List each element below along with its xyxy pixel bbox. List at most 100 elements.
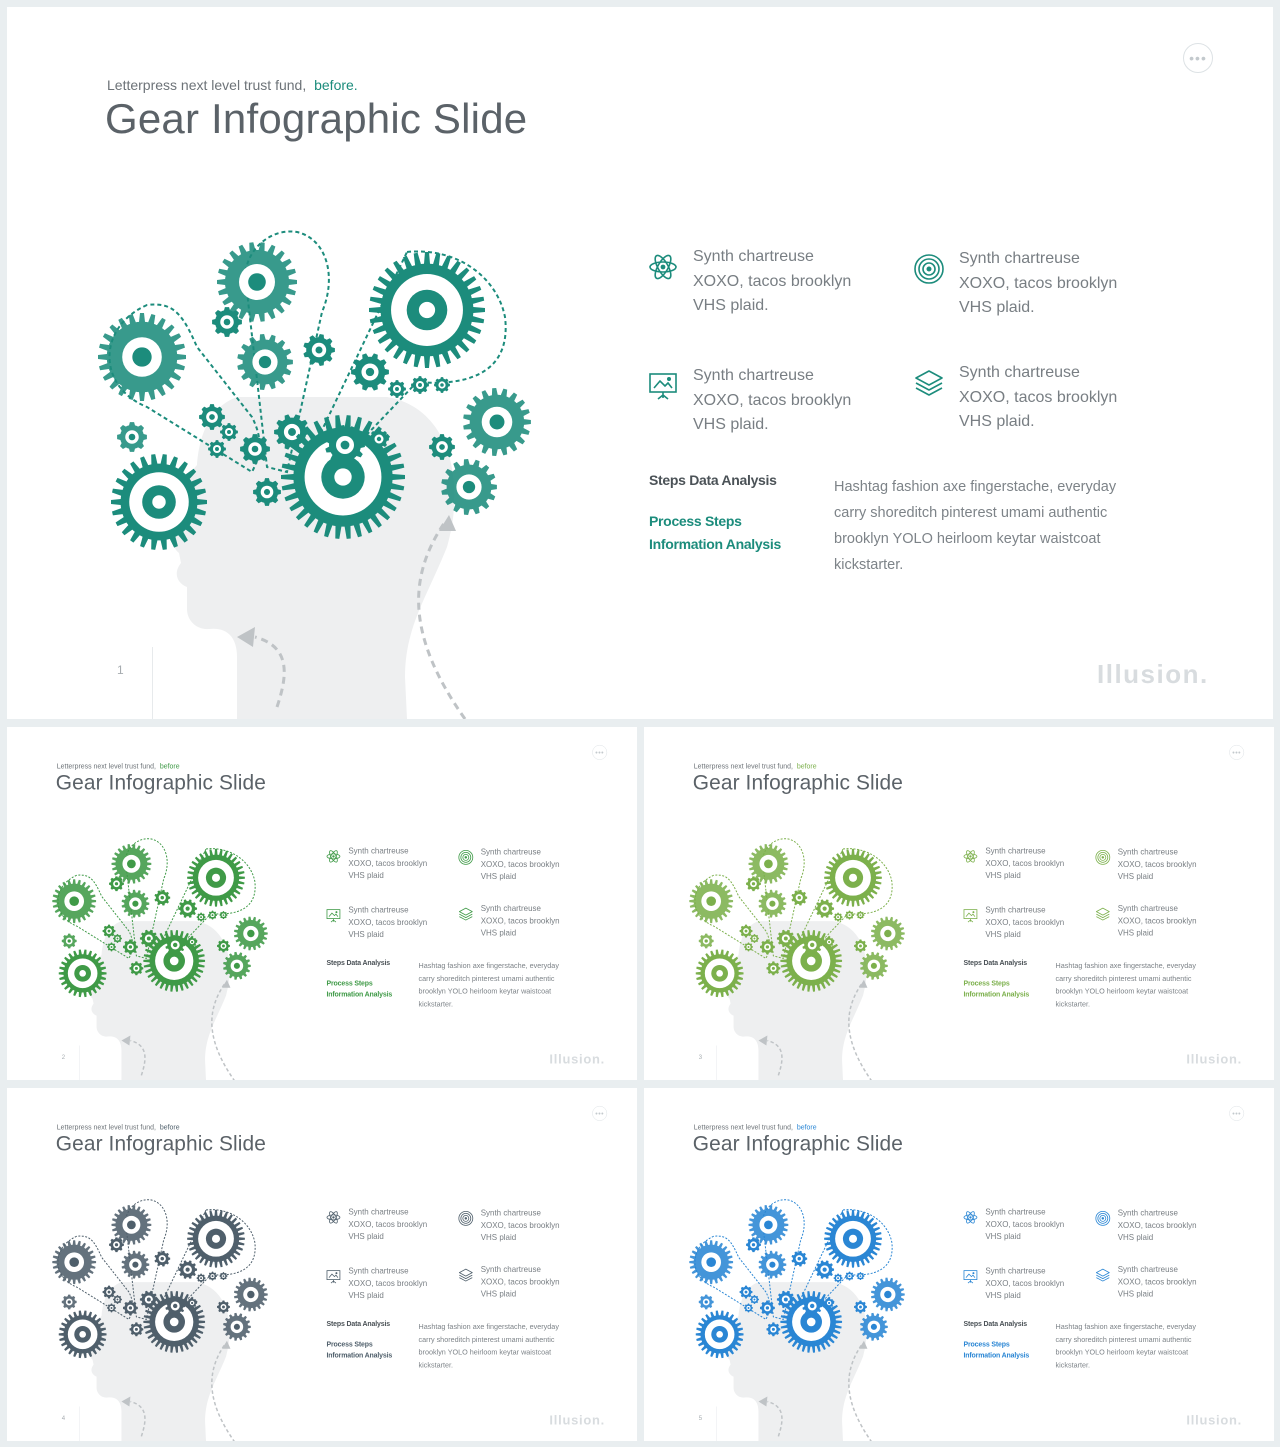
gear-icon: [750, 1295, 759, 1304]
gear-icon: [121, 1250, 150, 1279]
layers-icon: [1095, 907, 1110, 921]
gear-icon: [689, 1240, 734, 1285]
gear-icon: [98, 313, 186, 401]
feature-line: VHS plaid: [480, 929, 517, 938]
target-icon: [458, 850, 474, 865]
steps-accent-line: Information Analysis: [963, 1351, 1030, 1360]
gear-head-illustration: [98, 230, 531, 719]
slide-thumbnail[interactable]: Letterpress next level trust fund, befor…: [644, 1088, 1274, 1441]
steps-accent-line: Process Steps: [326, 978, 373, 987]
gear-icon: [113, 934, 122, 943]
gear-icon: [52, 879, 97, 924]
slide-subtitle: Letterpress next level trust fund, befor…: [57, 762, 180, 770]
steps-accent-line: Process Steps: [326, 1339, 373, 1348]
atom-icon: [963, 1211, 978, 1224]
gears: [98, 242, 531, 550]
gear-head-illustration: [52, 838, 268, 1080]
gear-icon: [746, 1237, 761, 1253]
arrows: [767, 1343, 872, 1441]
description: Hashtag fashion axe fingerstache, everyd…: [1055, 1322, 1196, 1370]
gear-icon: [739, 1285, 753, 1299]
feature-line: XOXO, tacos brooklyn: [985, 1279, 1065, 1288]
feature-line: Synth chartreuse: [985, 1207, 1046, 1217]
ellipsis-icon[interactable]: •••: [1183, 43, 1213, 73]
gear-icon: [871, 916, 905, 951]
gear-head-illustration: [689, 1199, 905, 1441]
steps-accent-line: Information Analysis: [326, 990, 393, 999]
gear-icon: [208, 1271, 217, 1281]
arrowheads: [121, 979, 231, 1046]
steps-heading: Steps Data Analysis: [326, 958, 390, 967]
target-icon: [1095, 1211, 1111, 1226]
feature-line: XOXO, tacos brooklyn: [348, 1220, 428, 1229]
gear-icon: [802, 1296, 823, 1316]
slide-thumbnail[interactable]: Letterpress next level trust fund, befor…: [644, 727, 1274, 1080]
gear-icon: [219, 1272, 228, 1281]
slide-title: Gear Infographic Slide: [55, 1131, 266, 1156]
layers-icon: [458, 1268, 473, 1282]
gear-icon: [187, 848, 245, 907]
slide-subtitle: Letterpress next level trust fund, befor…: [107, 77, 358, 93]
gear-icon: [824, 848, 882, 907]
page-number: 5: [698, 1414, 703, 1422]
steps-accent-line: Process Steps: [649, 513, 742, 529]
steps-heading: Steps Data Analysis: [649, 472, 777, 488]
gear-icon: [212, 307, 242, 337]
feature-line: Synth chartreuse: [959, 364, 1080, 381]
feature-line: VHS plaid: [348, 930, 384, 939]
gear-icon: [739, 924, 753, 938]
steps-heading: Steps Data Analysis: [963, 958, 1027, 967]
feature-line: XOXO, tacos brooklyn: [1117, 916, 1197, 926]
feature-line: XOXO, tacos brooklyn: [348, 918, 428, 927]
feature-line: Synth chartreuse: [348, 1267, 409, 1276]
arrows: [254, 521, 467, 719]
gear-icon: [845, 910, 854, 920]
slide-thumbnail[interactable]: Letterpress next level trust fund, befor…: [7, 1088, 637, 1441]
slide-thumbnail[interactable]: Letterpress next level trust fund, befor…: [7, 727, 637, 1080]
ellipsis-icon[interactable]: •••: [592, 744, 608, 760]
gear-icon: [217, 242, 297, 322]
feature-line: XOXO, tacos brooklyn: [480, 1277, 560, 1287]
gear-icon: [129, 961, 144, 976]
gear-icon: [744, 1303, 753, 1313]
ellipsis-icon[interactable]: •••: [1229, 744, 1245, 760]
subtitle-text: Letterpress next level trust fund,: [107, 77, 307, 93]
feature-line: Synth chartreuse: [1117, 1208, 1178, 1218]
presentation-icon: [649, 373, 677, 400]
subtitle-text: Letterpress next level trust fund,: [693, 761, 793, 770]
steps-accent-line: Information Analysis: [963, 990, 1030, 999]
gear-icon: [856, 1272, 865, 1281]
gear-icon: [61, 1294, 77, 1310]
description: Hashtag fashion axe fingerstache, everyd…: [418, 1322, 559, 1370]
feature-line: VHS plaid: [348, 1291, 384, 1300]
gears: [689, 1205, 905, 1359]
feature-line: VHS plaid.: [959, 413, 1035, 430]
slide-main[interactable]: Letterpress next level trust fund, befor…: [7, 7, 1273, 719]
gear-icon: [351, 353, 389, 391]
gear-icon: [208, 440, 226, 458]
feature-line: VHS plaid: [1117, 872, 1154, 881]
feature-line: Synth chartreuse: [1117, 1265, 1178, 1275]
gear-icon: [111, 454, 207, 550]
gear-icon: [854, 939, 867, 953]
description: Hashtag fashion axe fingerstache, everyd…: [834, 479, 1117, 573]
arrows: [130, 982, 235, 1080]
ellipsis-icon[interactable]: •••: [1229, 1105, 1245, 1121]
feature-line: VHS plaid: [348, 871, 384, 880]
feature-line: XOXO, tacos brooklyn: [348, 1279, 428, 1288]
feature-line: VHS plaid: [480, 1290, 517, 1299]
ellipsis-icon[interactable]: •••: [592, 1105, 608, 1121]
gear-icon: [833, 1273, 843, 1283]
